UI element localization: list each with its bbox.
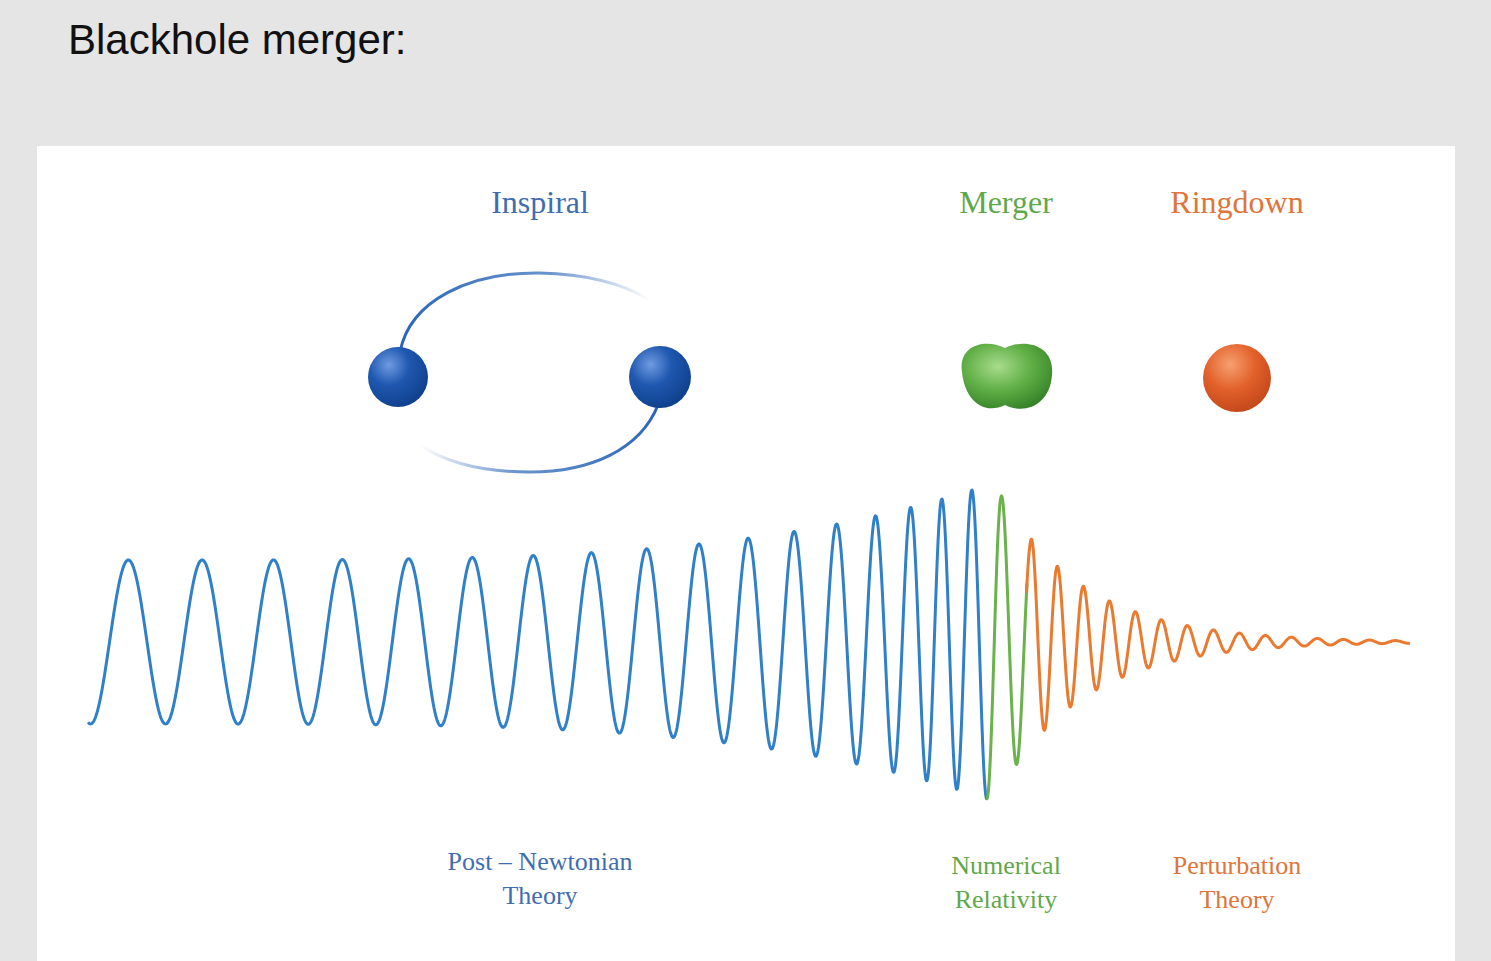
- merging-black-hole: [962, 344, 1053, 409]
- phase-label: Inspiral: [390, 183, 690, 221]
- orbit-arc: [400, 273, 650, 352]
- orbit-arc: [420, 405, 658, 472]
- ringdown-wave: [1027, 539, 1411, 730]
- phase-label: Merger: [896, 183, 1116, 221]
- black-hole: [368, 347, 428, 407]
- inspiral-wave: [88, 490, 987, 799]
- merger-wave: [987, 496, 1028, 799]
- method-label: Numerical Relativity: [931, 849, 1081, 917]
- black-hole: [629, 346, 691, 408]
- figure-panel: [37, 146, 1455, 961]
- remnant-black-hole: [1203, 344, 1271, 412]
- phase-label: Ringdown: [1117, 183, 1357, 221]
- method-label: Post – Newtonian Theory: [423, 845, 658, 913]
- slide-title: Blackhole merger:: [68, 16, 406, 64]
- method-label: Perturbation Theory: [1151, 849, 1323, 917]
